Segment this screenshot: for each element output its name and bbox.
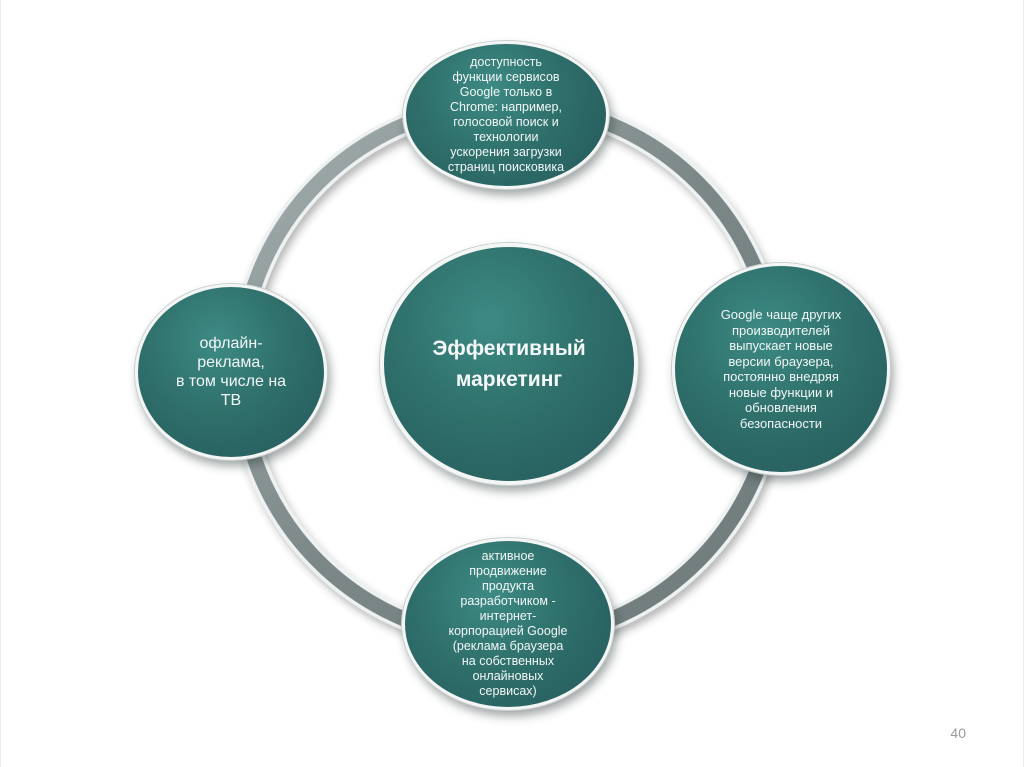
node-right-text: Google чаще других производителей выпуск… — [720, 307, 842, 431]
node-top-chrome-features: доступность функции сервисов Google толь… — [403, 41, 609, 189]
node-center-effective-marketing: Эффективный маркетинг — [380, 243, 638, 485]
node-top-text: доступность функции сервисов Google толь… — [447, 55, 565, 174]
slide-number: 40 — [950, 725, 966, 741]
node-left-text: офлайн- реклама, в том числе на ТВ — [175, 335, 287, 409]
node-bottom-text: активное продвижение продукта разработчи… — [448, 549, 568, 698]
node-center-text: Эффективный маркетинг — [432, 337, 586, 391]
node-right-frequent-updates: Google чаще других производителей выпуск… — [672, 263, 890, 475]
node-bottom-active-promotion: активное продвижение продукта разработчи… — [402, 538, 614, 710]
node-left-offline-ads: офлайн- реклама, в том числе на ТВ — [135, 284, 327, 460]
